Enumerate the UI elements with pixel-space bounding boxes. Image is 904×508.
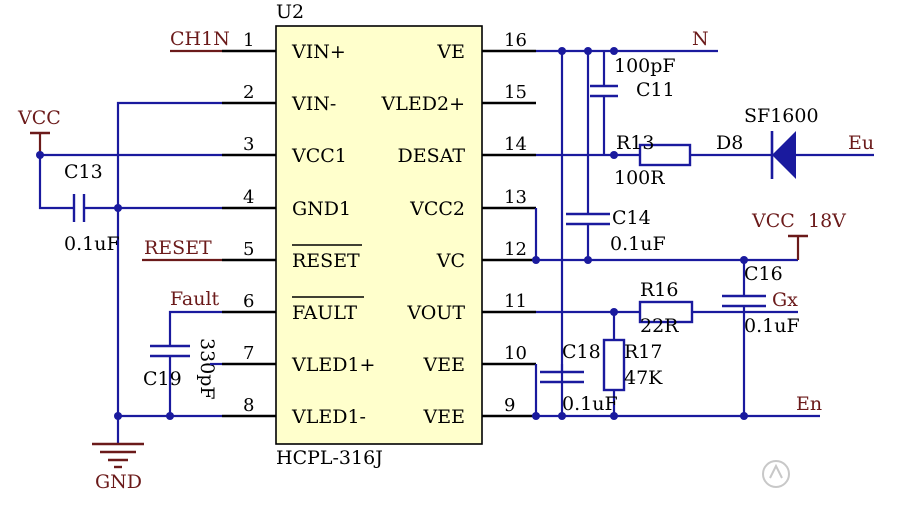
- pin-number: 9: [504, 395, 515, 416]
- pin-name: VCC2: [409, 198, 465, 220]
- junction: [532, 412, 540, 420]
- net-label-gx: Gx: [772, 289, 798, 311]
- pin-number: 6: [243, 291, 254, 312]
- chip-body: [275, 25, 483, 445]
- fault-wire: [168, 310, 222, 346]
- pin-number: 11: [504, 291, 527, 312]
- junction: [166, 412, 174, 420]
- chip-part-number: HCPL-316J: [276, 447, 383, 469]
- c13-value: 0.1uF: [64, 233, 120, 255]
- pin-number: 2: [243, 82, 254, 103]
- d8-ref: D8: [716, 132, 743, 154]
- junction: [610, 412, 618, 420]
- r17-ref: R17: [624, 341, 662, 363]
- net-label-reset: RESET: [144, 237, 212, 259]
- net-label-chin: CH1N: [170, 28, 230, 50]
- c18-ref: C18: [562, 341, 601, 363]
- pin-name: VOUT: [406, 302, 465, 324]
- pin-name: GND1: [292, 198, 351, 220]
- r13-ref: R13: [616, 132, 654, 154]
- watermark-logo: [762, 460, 790, 488]
- ground-icon: [92, 442, 144, 469]
- pin-name: VEE: [423, 406, 465, 428]
- net-label-en: En: [796, 393, 822, 415]
- junction: [610, 151, 618, 159]
- c14-value: 0.1uF: [610, 233, 666, 255]
- c13-ref: C13: [64, 161, 103, 183]
- c14-ref: C14: [612, 207, 651, 229]
- left-pin-lines: [222, 49, 276, 418]
- pin-name: VLED2+: [381, 93, 465, 115]
- r17-value: 47K: [624, 367, 663, 389]
- net-label-vcc-right: VCC: [751, 210, 795, 232]
- r16-ref: R16: [640, 279, 678, 301]
- junction: [610, 47, 618, 55]
- pin-name: VIN-: [291, 93, 336, 115]
- pin-name: VIN+: [291, 41, 346, 63]
- c16-value: 0.1uF: [744, 315, 800, 337]
- pin-name-reset: RESET: [292, 250, 360, 272]
- c18-value: 0.1uF: [562, 393, 618, 415]
- net-label-fault: Fault: [170, 288, 220, 310]
- net-label-n: N: [692, 28, 709, 50]
- r16-value: 22R: [640, 315, 679, 337]
- net-label-vcc-left: VCC: [17, 107, 61, 129]
- r13-value: 100R: [614, 167, 665, 189]
- pin-number: 10: [504, 343, 527, 364]
- pin-name: VEE: [423, 354, 465, 376]
- junction: [558, 412, 566, 420]
- pin-name-fault: FAULT: [292, 302, 357, 324]
- pin2-wire: [116, 101, 222, 416]
- pin-name: VE: [436, 41, 465, 63]
- d8-value: SF1600: [744, 105, 819, 127]
- net-label-gnd: GND: [95, 471, 142, 493]
- junction: [114, 204, 122, 212]
- pin-number: 14: [504, 134, 527, 155]
- pin-name: VCC1: [291, 145, 347, 167]
- r17-body: [602, 338, 626, 392]
- junction: [740, 412, 748, 420]
- c19-value: 330pF: [196, 338, 218, 400]
- junction: [532, 256, 540, 264]
- pin-name: VLED1+: [291, 354, 375, 376]
- pin-number: 13: [504, 187, 527, 208]
- pin-number: 16: [504, 30, 527, 51]
- chip-designator: U2: [276, 1, 304, 23]
- pin-number: 1: [243, 30, 254, 51]
- pin-name: VC: [436, 250, 465, 272]
- net-label-vcc-right-value: 18V: [808, 210, 846, 232]
- pin-name: DESAT: [398, 145, 466, 167]
- pin-number: 4: [243, 187, 254, 208]
- junction: [584, 256, 592, 264]
- pin-name: VLED1-: [291, 406, 366, 428]
- c11-ref: C11: [636, 79, 675, 101]
- pin-number: 5: [243, 239, 254, 260]
- c19-ref: C19: [143, 368, 182, 390]
- net-label-eu: Eu: [848, 132, 874, 154]
- c13-left-wire: [38, 155, 74, 210]
- c11-value: 100pF: [614, 55, 676, 77]
- right-pin-lines: [482, 49, 536, 418]
- pin-number: 3: [243, 134, 254, 155]
- pin-number: 8: [243, 395, 254, 416]
- c16-ref: C16: [744, 263, 783, 285]
- pin-number: 12: [504, 239, 527, 260]
- pin-number: 7: [243, 343, 254, 364]
- diode-icon: [770, 131, 796, 179]
- pin-number: 15: [504, 82, 527, 103]
